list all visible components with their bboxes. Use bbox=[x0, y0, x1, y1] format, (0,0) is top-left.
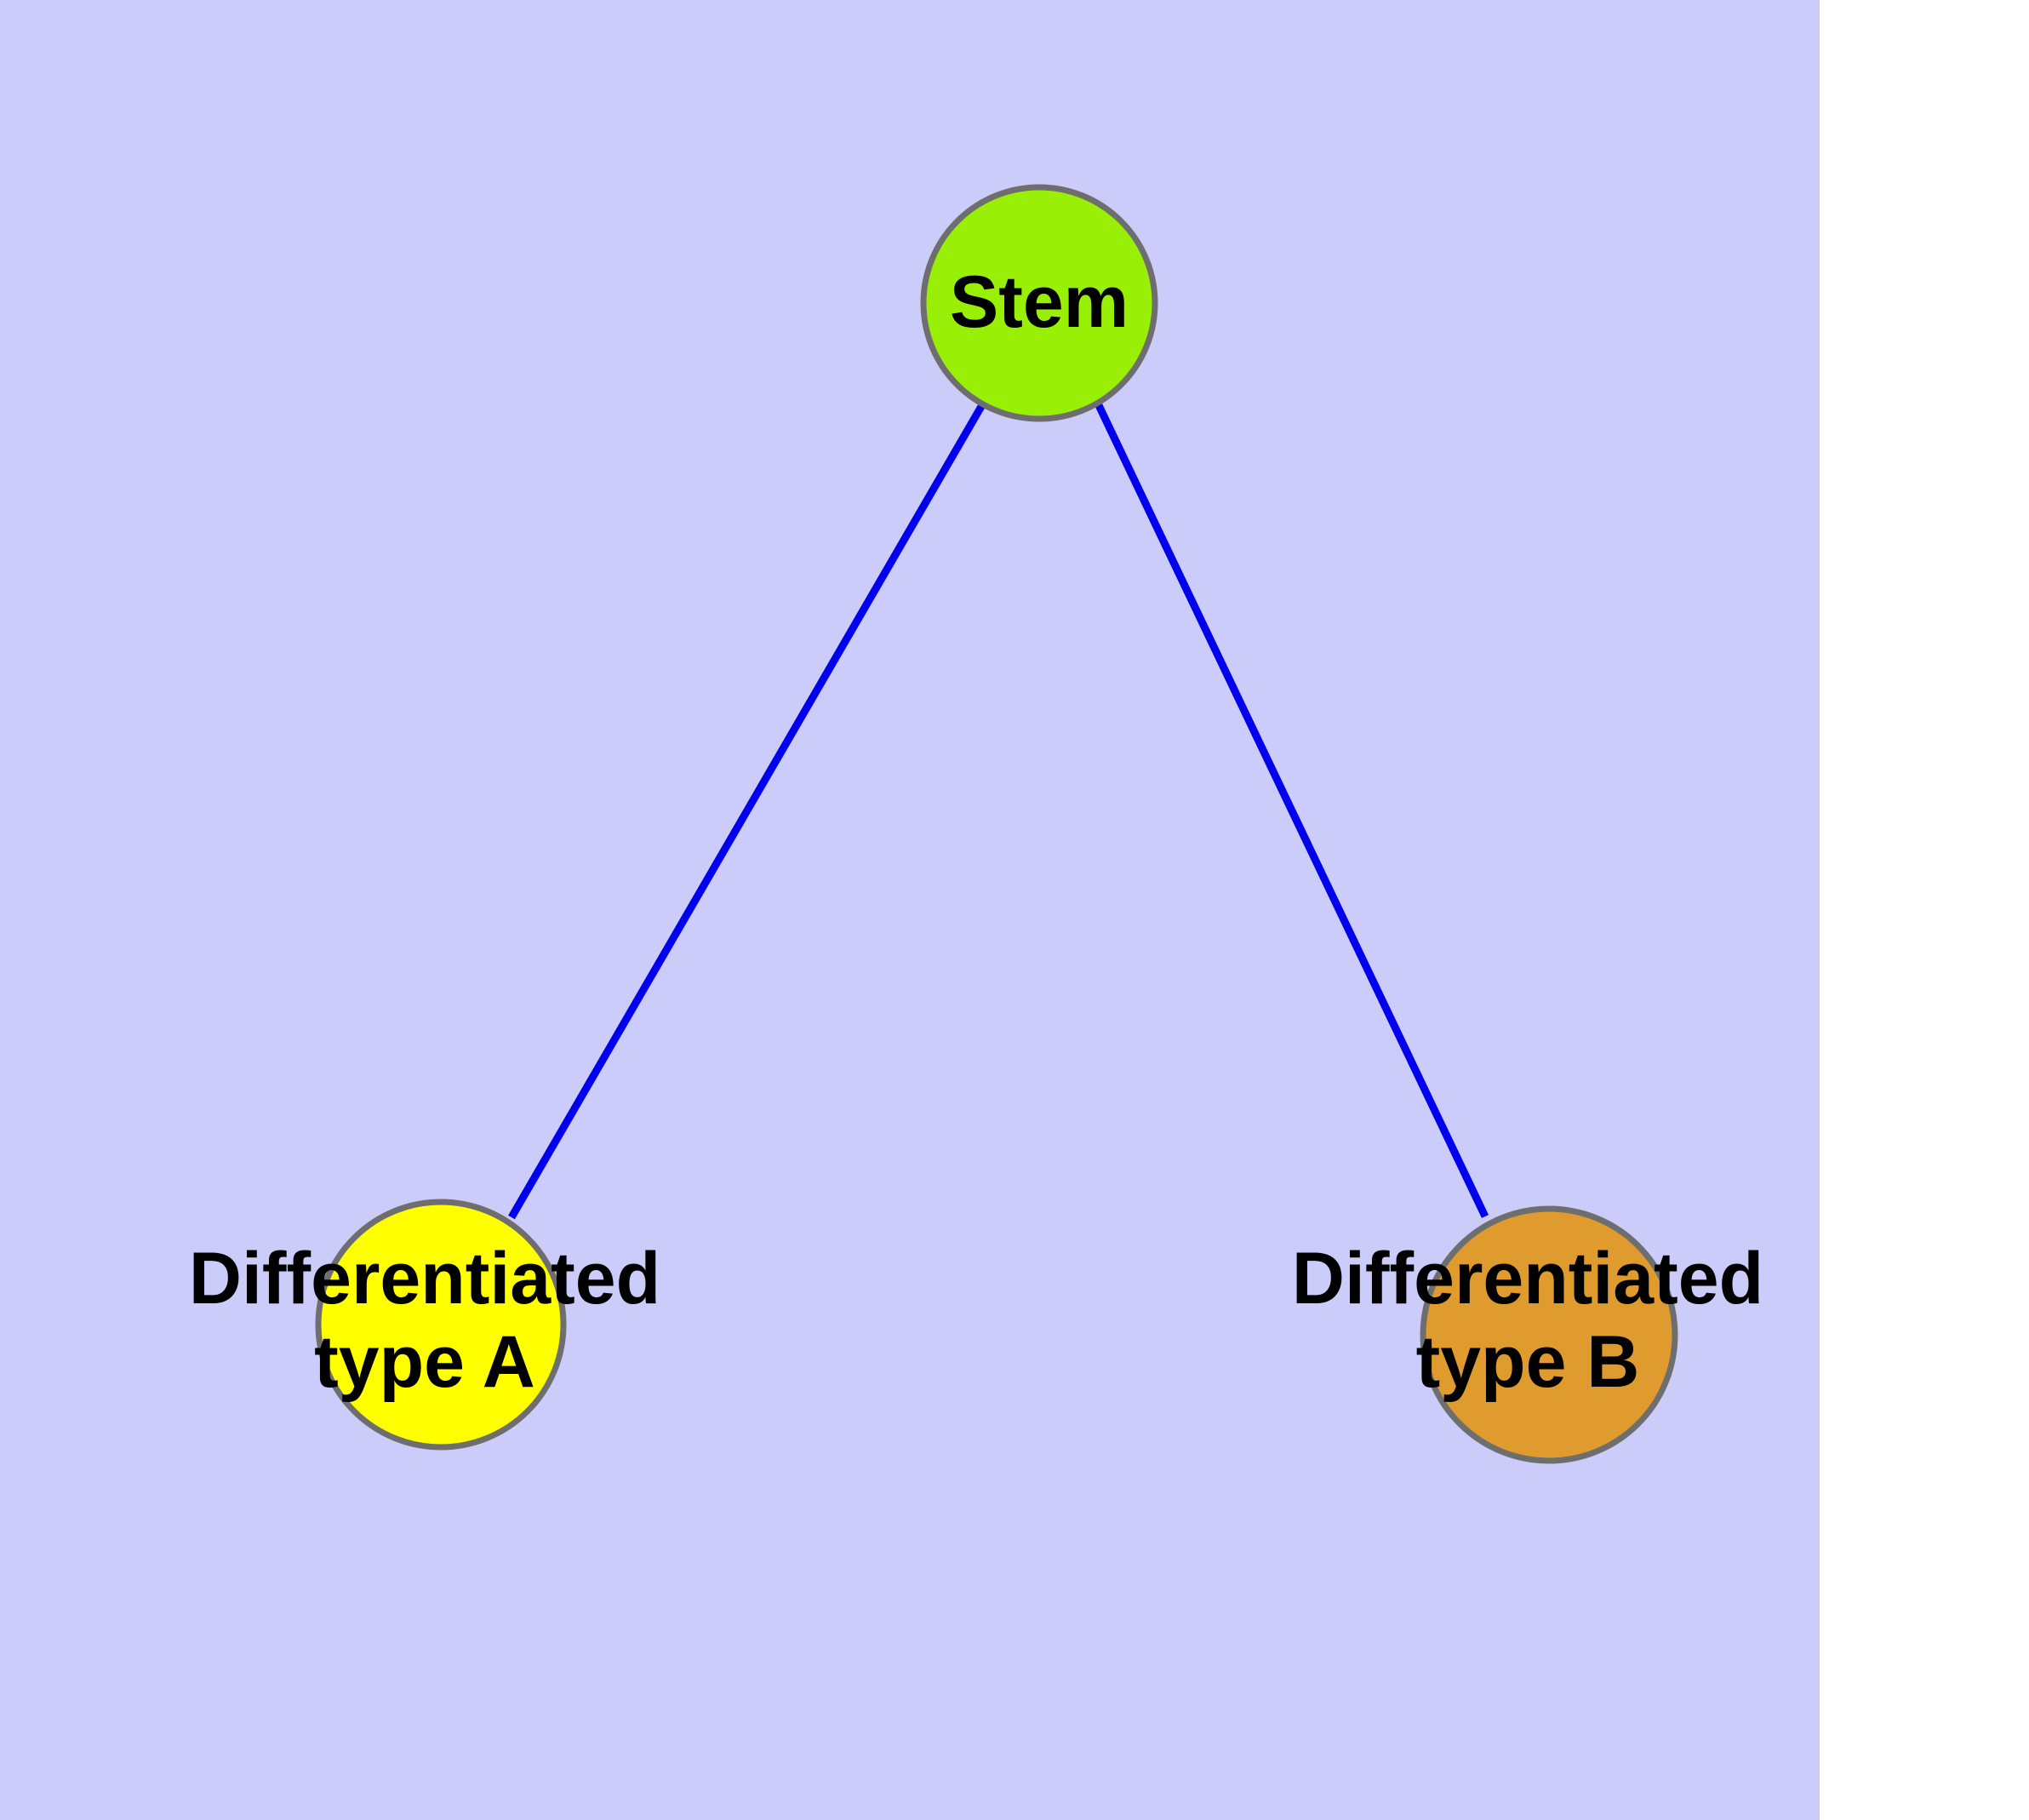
node-label-stem: Stem bbox=[950, 261, 1129, 343]
edge-stem-to-diff-b[interactable] bbox=[1094, 402, 1489, 1218]
node-circle-diff_a[interactable] bbox=[315, 1199, 567, 1451]
node-diff_b[interactable] bbox=[1420, 1205, 1678, 1464]
node-stem[interactable] bbox=[920, 184, 1158, 422]
node-label-line: Differentiated bbox=[1292, 1238, 1763, 1319]
node-label-line: Stem bbox=[950, 261, 1129, 343]
diagram-plot-area bbox=[0, 0, 1820, 1820]
node-label-line: type A bbox=[314, 1321, 535, 1403]
node-label-line: type B bbox=[1416, 1321, 1640, 1403]
node-diff_a[interactable] bbox=[315, 1199, 567, 1451]
edge-stem-to-diff-a[interactable] bbox=[508, 401, 986, 1220]
edges-layer bbox=[508, 401, 1489, 1220]
node-circle-stem[interactable] bbox=[920, 184, 1158, 422]
node-circle-diff_b[interactable] bbox=[1420, 1205, 1678, 1464]
node-label-line: Differentiated bbox=[189, 1238, 660, 1319]
